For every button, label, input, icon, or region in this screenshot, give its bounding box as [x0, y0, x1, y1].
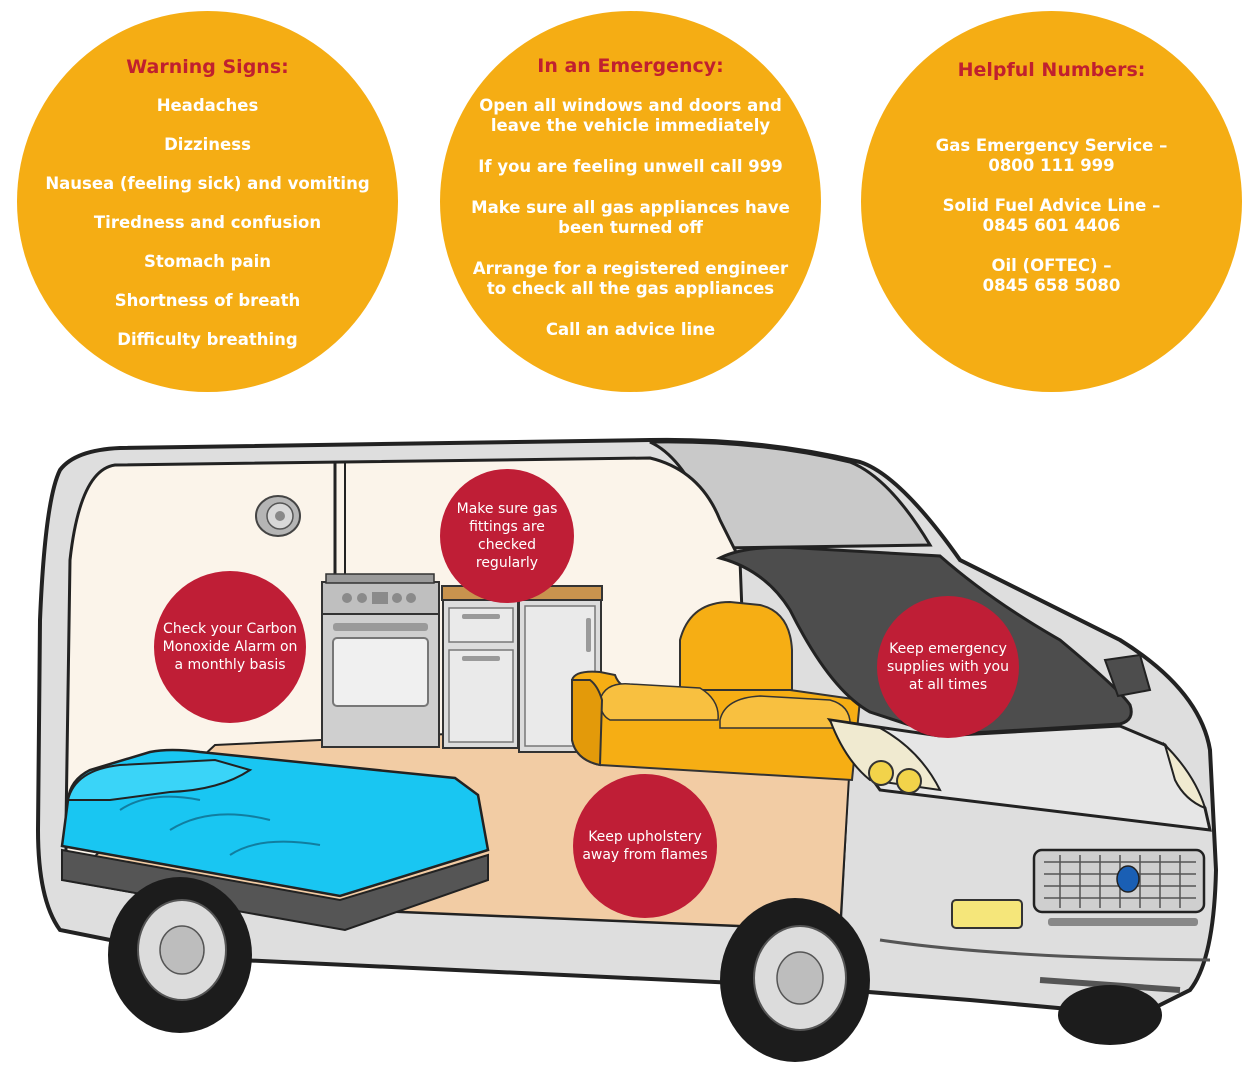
- warning-sign-item: Nausea (feeling sick) and vomiting: [45, 174, 370, 193]
- far-front-wheel: [1058, 985, 1162, 1045]
- helpful-number-item: Oil (OFTEC) – 0845 658 5080: [982, 256, 1121, 295]
- tip-gas-fittings-text: Make sure gas fittings are checked regul…: [456, 501, 558, 571]
- tip-emergency-supplies: Keep emergency supplies with you at all …: [877, 596, 1019, 738]
- tip-emergency-supplies-text: Keep emergency supplies with you at all …: [887, 641, 1009, 693]
- emergency-item: Call an advice line: [545, 320, 716, 339]
- co-alarm-icon: [255, 495, 301, 537]
- front-wheel: [720, 898, 870, 1062]
- warning-sign-item: Tiredness and confusion: [93, 213, 322, 232]
- helpful-number-item: Solid Fuel Advice Line – 0845 601 4406: [942, 196, 1161, 235]
- warning-sign-item: Difficulty breathing: [117, 330, 298, 349]
- emergency-item: Open all windows and doors and leave the…: [479, 96, 782, 135]
- warning-sign-item: Shortness of breath: [114, 291, 301, 310]
- warning-sign-item: Stomach pain: [143, 252, 272, 271]
- emergency-item: If you are feeling unwell call 999: [478, 157, 783, 176]
- helpful-numbers-circle: Helpful Numbers: Gas Emergency Service –…: [861, 11, 1242, 392]
- emergency-item: Make sure all gas appliances have been t…: [471, 198, 790, 237]
- tip-co-alarm: Check your Carbon Monoxide Alarm on a mo…: [154, 571, 306, 723]
- tip-upholstery-text: Keep upholstery away from flames: [582, 829, 708, 863]
- emergency-list: Open all windows and doors and leave the…: [470, 96, 791, 340]
- bed-icon: [60, 748, 490, 932]
- emergency-circle: In an Emergency: Open all windows and do…: [440, 11, 821, 392]
- emergency-title: In an Emergency:: [537, 55, 724, 77]
- rear-wheel: [108, 877, 252, 1033]
- tip-co-alarm-text: Check your Carbon Monoxide Alarm on a mo…: [162, 621, 298, 673]
- tip-upholstery: Keep upholstery away from flames: [573, 774, 717, 918]
- helpful-numbers-title: Helpful Numbers:: [957, 59, 1146, 81]
- emergency-item: Arrange for a registered engineer to che…: [472, 259, 789, 298]
- sofa-icon: [571, 600, 862, 782]
- warning-signs-list: Headaches Dizziness Nausea (feeling sick…: [45, 96, 370, 350]
- warning-signs-circle: Warning Signs: Headaches Dizziness Nause…: [17, 11, 398, 392]
- warning-signs-title: Warning Signs:: [126, 56, 289, 78]
- warning-sign-item: Headaches: [156, 96, 259, 115]
- side-mirror: [1103, 653, 1152, 698]
- helpful-number-item: Gas Emergency Service – 0800 111 999: [935, 136, 1168, 175]
- warning-sign-item: Dizziness: [164, 135, 251, 154]
- campervan-illustration: [35, 437, 1219, 1062]
- oven-icon: [321, 573, 440, 748]
- grille: [879, 848, 1211, 993]
- helpful-numbers-list: Gas Emergency Service – 0800 111 999 Sol…: [891, 136, 1212, 296]
- tip-gas-fittings: Make sure gas fittings are checked regul…: [440, 469, 574, 603]
